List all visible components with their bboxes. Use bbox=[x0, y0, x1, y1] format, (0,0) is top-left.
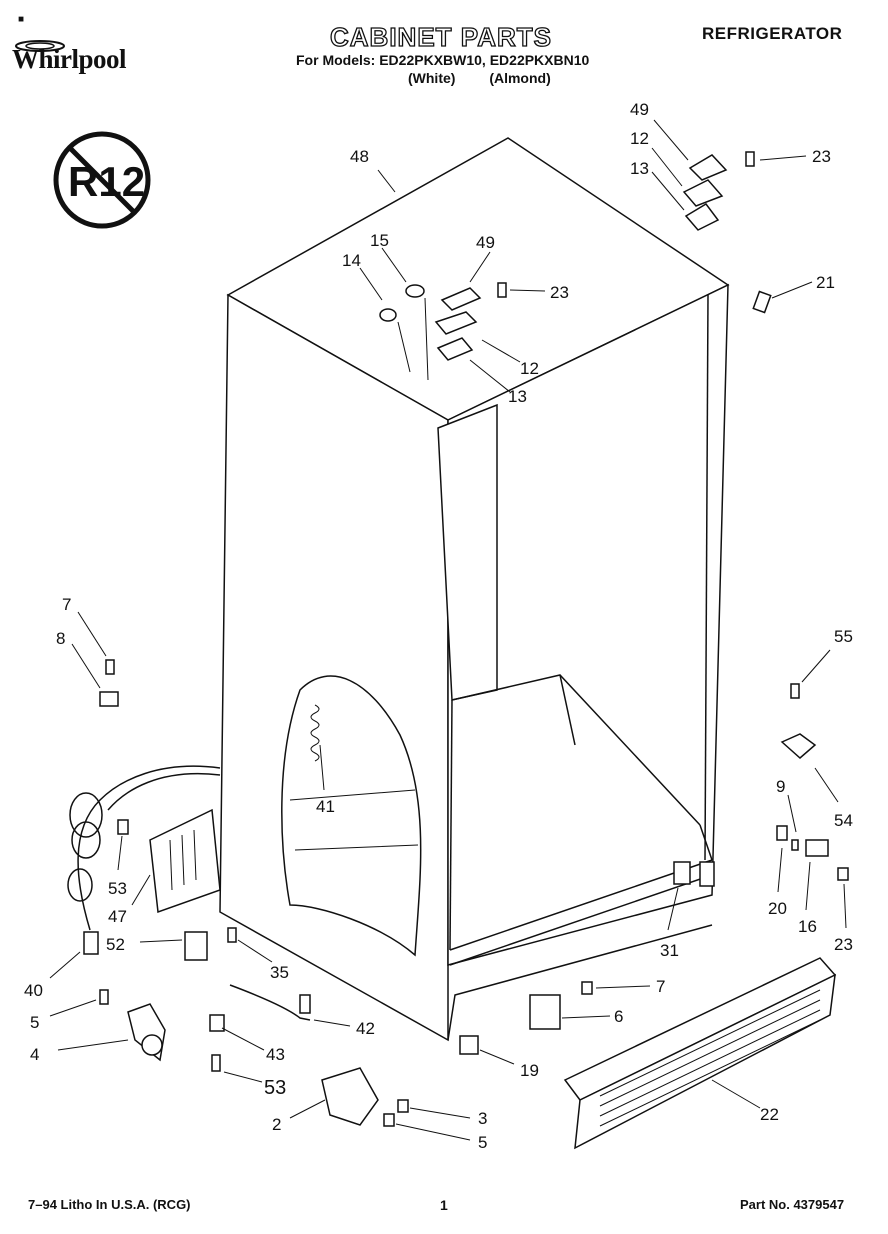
callout-52: 52 bbox=[106, 935, 125, 954]
callout-14: 14 bbox=[342, 251, 361, 270]
callout-54: 54 bbox=[834, 811, 853, 830]
callout-9: 9 bbox=[776, 777, 785, 796]
r12-text: R12 bbox=[68, 158, 145, 205]
right-side-parts bbox=[673, 683, 849, 887]
callout-5-lower: 5 bbox=[478, 1133, 487, 1152]
callout-47: 47 bbox=[108, 907, 127, 926]
cabinet-body bbox=[219, 137, 730, 1042]
appliance-category: REFRIGERATOR bbox=[702, 24, 843, 43]
left-side-parts bbox=[67, 659, 593, 1127]
callout-7-lower: 7 bbox=[656, 977, 665, 996]
part-number: Part No. 4379547 bbox=[740, 1197, 845, 1212]
corner-mark: ■ bbox=[18, 14, 25, 25]
callout-5-left: 5 bbox=[30, 1013, 39, 1032]
toe-grille bbox=[563, 957, 837, 1150]
callout-6: 6 bbox=[614, 1007, 623, 1026]
callout-23-top: 23 bbox=[812, 147, 831, 166]
callout-53-upper: 53 bbox=[108, 879, 127, 898]
callout-22: 22 bbox=[760, 1105, 779, 1124]
callout-48: 48 bbox=[350, 147, 369, 166]
leader-lines bbox=[49, 119, 847, 1141]
callout-13-center: 13 bbox=[508, 387, 527, 406]
callout-19: 19 bbox=[520, 1061, 539, 1080]
callout-35: 35 bbox=[270, 963, 289, 982]
callout-21: 21 bbox=[816, 273, 835, 292]
callout-49-right: 49 bbox=[630, 100, 649, 119]
callout-12-center: 12 bbox=[520, 359, 539, 378]
callout-4: 4 bbox=[30, 1045, 39, 1064]
callout-15: 15 bbox=[370, 231, 389, 250]
callout-labels: 48 49 12 13 23 15 14 49 23 12 13 21 7 8 … bbox=[24, 100, 853, 1152]
page-title: CABINET PARTS bbox=[329, 21, 552, 52]
callout-7-upper: 7 bbox=[62, 595, 71, 614]
page-number: 1 bbox=[440, 1197, 448, 1213]
callout-23-right: 23 bbox=[834, 935, 853, 954]
top-hinge-right bbox=[682, 151, 772, 314]
callout-12-right: 12 bbox=[630, 129, 649, 148]
callout-2: 2 bbox=[272, 1115, 281, 1134]
callout-43: 43 bbox=[266, 1045, 285, 1064]
color-variants: (White) (Almond) bbox=[408, 70, 551, 86]
no-r12-badge-icon: R12 bbox=[53, 131, 151, 229]
callout-53-lower: 53 bbox=[264, 1077, 286, 1099]
brand-logo: Whirlpool bbox=[12, 44, 127, 74]
callout-20: 20 bbox=[768, 899, 787, 918]
models-line: For Models: ED22PKXBW10, ED22PKXBN10 bbox=[296, 52, 590, 68]
whirlpool-logo-swoosh-icon bbox=[15, 40, 65, 52]
callout-13-right: 13 bbox=[630, 159, 649, 178]
callout-40: 40 bbox=[24, 981, 43, 1000]
litho-note: 7–94 Litho In U.S.A. (RCG) bbox=[28, 1197, 191, 1212]
callout-41: 41 bbox=[316, 797, 335, 816]
callout-42: 42 bbox=[356, 1019, 375, 1038]
callout-55: 55 bbox=[834, 627, 853, 646]
callout-8: 8 bbox=[56, 629, 65, 648]
callout-23-center: 23 bbox=[550, 283, 569, 302]
callout-49-center: 49 bbox=[476, 233, 495, 252]
callout-3: 3 bbox=[478, 1109, 487, 1128]
callout-16: 16 bbox=[798, 917, 817, 936]
callout-31: 31 bbox=[660, 941, 679, 960]
top-hinge-center bbox=[379, 282, 507, 381]
